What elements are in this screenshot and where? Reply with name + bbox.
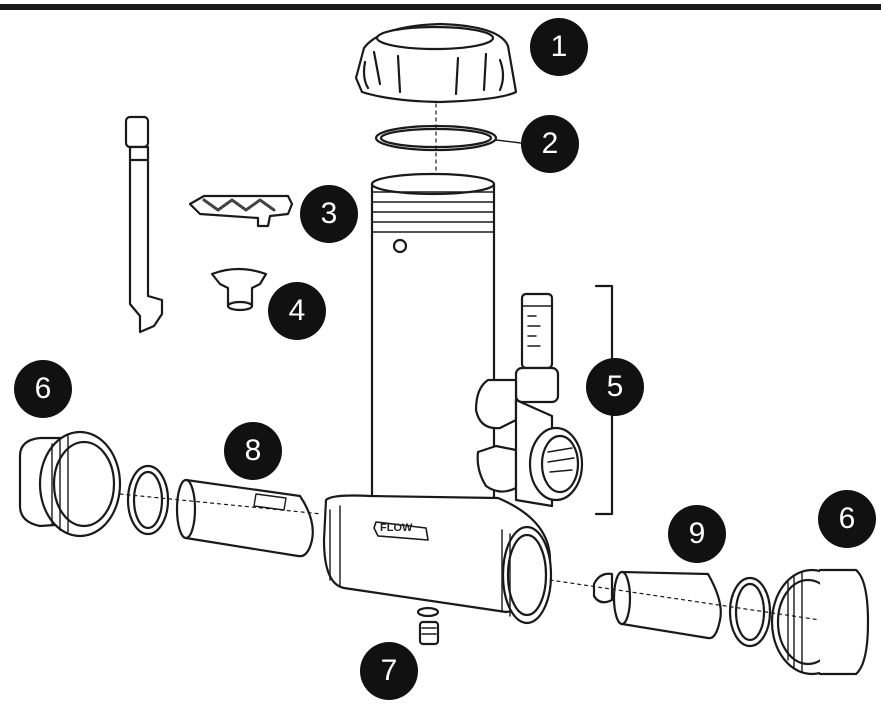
part-8-pipe <box>175 478 314 558</box>
callout-9: 9 <box>668 505 726 563</box>
part-5-valve <box>474 292 584 508</box>
callout-6-left: 6 <box>14 360 72 418</box>
callout-4: 4 <box>268 282 326 340</box>
callout-1: 1 <box>530 18 588 76</box>
part-9-pipe <box>592 570 722 640</box>
part-6-union-left <box>18 430 122 538</box>
main-canister <box>370 172 496 512</box>
part-3-tray <box>188 194 294 228</box>
callout-6-right: 6 <box>818 490 876 548</box>
part-6-union-right <box>770 568 870 676</box>
callout-8: 8 <box>224 422 282 480</box>
base-tee <box>322 494 553 625</box>
part-4-nozzle <box>210 267 268 312</box>
callout-3: 3 <box>300 185 358 243</box>
part-2-oring <box>374 124 522 152</box>
flow-label: FLOW <box>380 522 413 534</box>
part-7-drain <box>416 606 440 646</box>
callout-5: 5 <box>586 358 644 416</box>
callout-2: 2 <box>521 115 579 173</box>
callout-7: 7 <box>360 642 418 700</box>
dip-tube <box>124 115 164 334</box>
oring-right <box>728 576 772 648</box>
part-1-lid <box>354 22 518 104</box>
oring-left <box>126 464 170 536</box>
